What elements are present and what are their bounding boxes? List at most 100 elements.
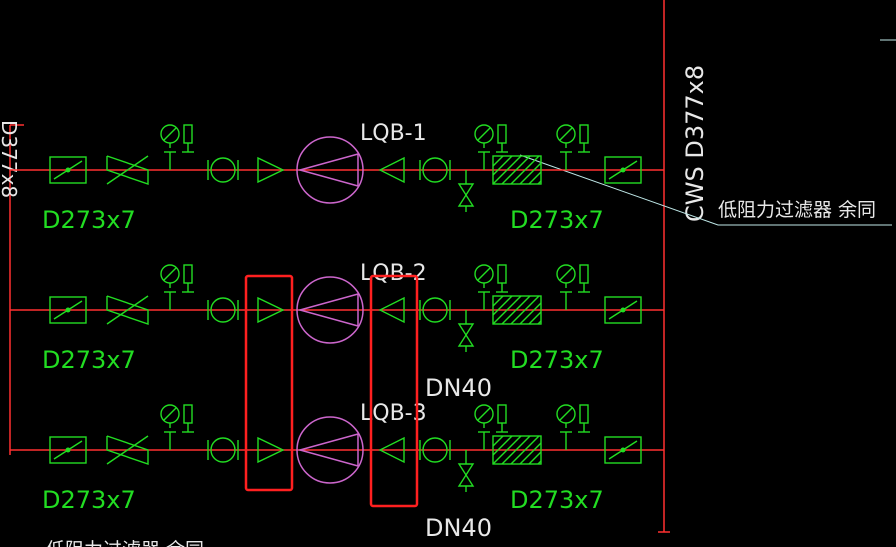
reducer-icon	[378, 296, 405, 324]
filter-hatch	[519, 442, 542, 465]
drain-valve-size: DN40	[425, 374, 492, 402]
flexible-joint-icon	[210, 437, 236, 463]
pump-triangle	[297, 293, 359, 327]
drain-valve-icon	[457, 473, 475, 487]
pump-triangle	[297, 433, 359, 467]
thermometer-icon	[183, 124, 193, 144]
gauge-needle	[163, 267, 177, 281]
filter-hatch	[537, 320, 542, 325]
thermometer-icon	[579, 404, 589, 424]
filter-hatch	[501, 435, 531, 465]
valve-dot	[65, 167, 71, 173]
reducer-icon	[257, 296, 285, 324]
gauge-needle	[163, 127, 177, 141]
pipe-size-right: D273x7	[510, 206, 604, 234]
filter-hatch	[519, 162, 542, 185]
filter-hatch	[492, 295, 513, 316]
pipe-size-left: D273x7	[42, 206, 136, 234]
highlight-box-left	[244, 274, 294, 492]
pump-triangle	[297, 153, 359, 187]
filter-hatch	[492, 435, 504, 447]
drain-valve-icon	[457, 193, 475, 207]
drain-valve-icon	[457, 323, 475, 337]
filter-annotation: 低阻力过滤器 余同	[718, 199, 876, 221]
pump-icon	[296, 136, 364, 204]
butterfly-valve-icon	[49, 296, 87, 324]
filter-hatch	[519, 302, 542, 325]
check-valve-line	[106, 155, 149, 185]
filter-hatch	[501, 155, 531, 185]
butterfly-valve-icon	[604, 436, 642, 464]
filter-hatch	[501, 295, 531, 325]
main-headers	[9, 0, 896, 533]
filter-hatch	[528, 451, 542, 465]
filter-hatch	[492, 435, 522, 465]
filter-hatch	[537, 180, 542, 185]
bottom-partial-text: 低阻力过滤器 余同	[46, 539, 204, 547]
drain-valve-icon	[457, 463, 475, 477]
thermometer-icon	[497, 264, 507, 284]
butterfly-valve-icon	[49, 156, 87, 184]
filter-hatch	[528, 311, 542, 325]
filter-hatch	[510, 155, 540, 185]
drain-valve-icon	[457, 183, 475, 197]
flexible-joint-icon	[422, 437, 448, 463]
check-valve-line	[106, 295, 149, 325]
filter-icon	[492, 295, 542, 325]
pipe-size-right: D273x7	[510, 346, 604, 374]
drain-valve-size: DN40	[425, 514, 492, 542]
reducer-icon	[257, 436, 285, 464]
pump-icon	[296, 276, 364, 344]
pump-label: LQB-1	[360, 121, 427, 146]
check-valve-line	[106, 435, 149, 465]
filter-hatch	[528, 171, 542, 185]
filter-icon	[492, 155, 542, 185]
drain-valve-icon	[457, 333, 475, 347]
filter-hatch	[492, 295, 522, 325]
butterfly-valve-icon	[604, 156, 642, 184]
gauge-needle	[477, 407, 491, 421]
gauge-needle	[559, 127, 573, 141]
main-pipe-label: CWS D377x8	[681, 65, 709, 222]
butterfly-valve-icon	[604, 296, 642, 324]
thermometer-icon	[579, 264, 589, 284]
filter-hatch	[492, 295, 504, 307]
butterfly-valve-icon	[49, 436, 87, 464]
flexible-joint-icon	[422, 157, 448, 183]
highlight-box-right	[369, 274, 419, 508]
pipe-size-left: D273x7	[42, 486, 136, 514]
gauge-needle	[477, 127, 491, 141]
thermometer-icon	[497, 124, 507, 144]
flexible-joint-icon	[210, 297, 236, 323]
filter-hatch	[492, 155, 513, 176]
reducer-icon	[378, 436, 405, 464]
valve-dot	[65, 307, 71, 313]
valve-dot	[65, 447, 71, 453]
valve-dot	[620, 167, 626, 173]
gauge-needle	[477, 267, 491, 281]
filter-hatch	[492, 435, 513, 456]
annotation-leader	[519, 154, 892, 226]
gauge-needle	[559, 407, 573, 421]
filter-hatch	[510, 295, 540, 325]
thermometer-icon	[183, 264, 193, 284]
valve-dot	[620, 307, 626, 313]
flexible-joint-icon	[422, 297, 448, 323]
filter-hatch	[492, 155, 522, 185]
gauge-needle	[163, 407, 177, 421]
left-pipe-label: D377x8	[0, 120, 21, 198]
thermometer-icon	[579, 124, 589, 144]
pipe-size-right: D273x7	[510, 486, 604, 514]
thermometer-icon	[183, 404, 193, 424]
thermometer-icon	[497, 404, 507, 424]
filter-hatch	[492, 155, 504, 167]
pump-icon	[296, 416, 364, 484]
reducer-icon	[378, 156, 405, 184]
pump-row-1: D273x7 D273x7 LQB-1	[10, 121, 664, 234]
gauge-needle	[559, 267, 573, 281]
filter-hatch	[510, 435, 540, 465]
